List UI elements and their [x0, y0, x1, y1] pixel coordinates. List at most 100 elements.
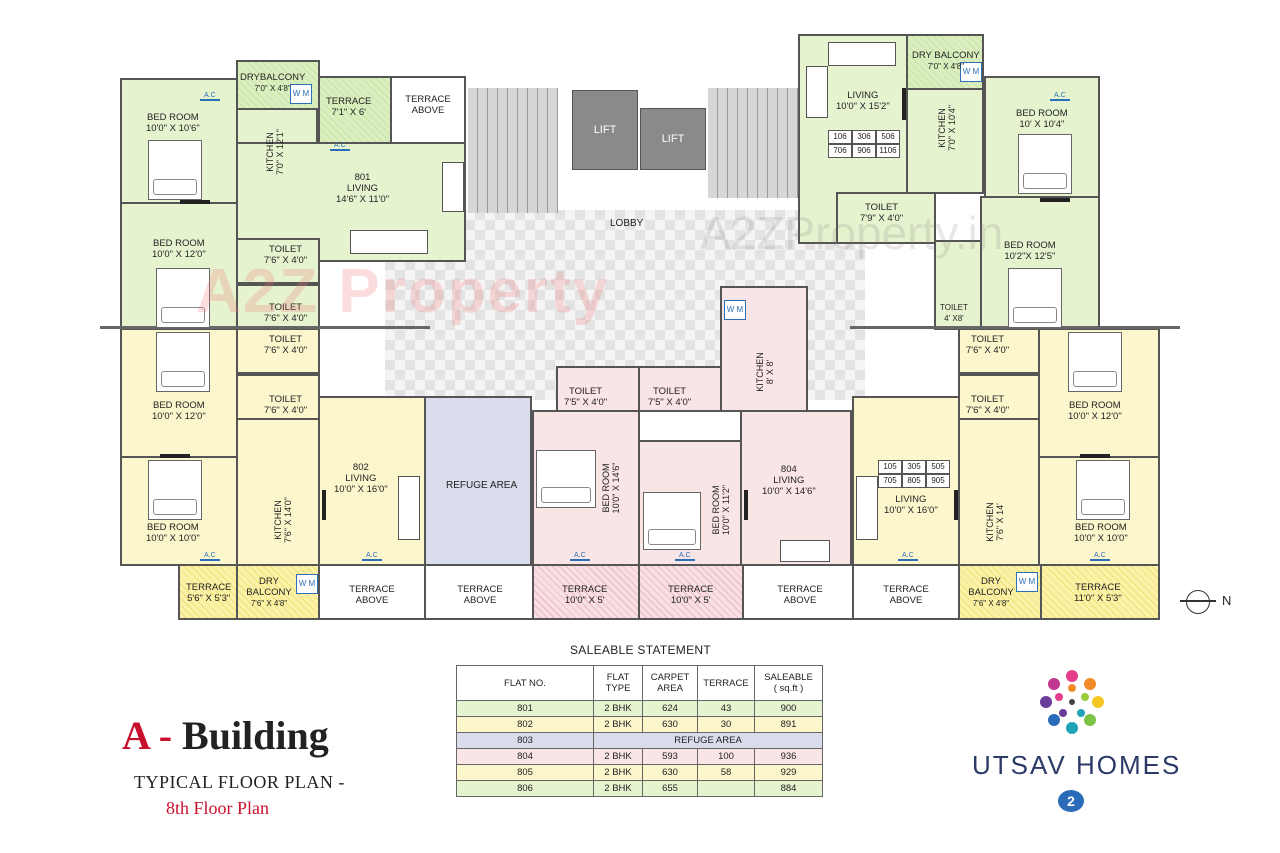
- grid-r-cell: 305: [902, 460, 926, 474]
- kitchen-806: [906, 88, 984, 194]
- floor-plan-level: 8th Floor Plan: [166, 798, 270, 818]
- t: TOILET: [971, 394, 1005, 405]
- t: 10'0" X 16'0": [884, 505, 938, 516]
- washing-machine-icon: W M: [724, 300, 746, 320]
- grid-r-cell: 505: [926, 460, 950, 474]
- t: 10'0" X 10'0": [146, 533, 200, 544]
- t: 7'6" X 4'0": [264, 255, 308, 266]
- cell: 805: [456, 764, 594, 781]
- brand-name: UTSAV HOMES: [972, 750, 1182, 780]
- washing-machine-icon: W M: [290, 84, 312, 104]
- th-flat: FLAT NO.: [456, 665, 594, 701]
- t: KITCHEN: [985, 502, 995, 542]
- ac-marker: A.C: [200, 552, 220, 561]
- grid-tr-cell: 306: [852, 130, 876, 144]
- t: 7'5" X 4'0": [648, 397, 692, 408]
- grid-r-cell: 705: [878, 474, 902, 488]
- cell: 655: [642, 780, 698, 797]
- bed-805b: [1076, 460, 1130, 520]
- ac-marker: A.C: [570, 552, 590, 561]
- t: 7'6" X 4'0": [966, 405, 1010, 416]
- t: TOILET: [971, 334, 1005, 345]
- sofa-801-side: [442, 162, 464, 212]
- cell: 2 BHK: [593, 764, 643, 781]
- sofa-806: [828, 42, 896, 66]
- cell: 593: [642, 748, 698, 765]
- lift-2: LIFT: [640, 108, 706, 170]
- bed-801a: [148, 140, 202, 200]
- flat-number-grid-r: 105 305 505 705 805 905: [878, 460, 950, 488]
- floor-plan-subtitle: TYPICAL FLOOR PLAN -: [134, 772, 345, 792]
- window-805b: [1080, 454, 1110, 458]
- sofa-806-side: [806, 66, 828, 118]
- t: TERRACE: [326, 96, 372, 107]
- t: BED ROOM: [1016, 108, 1068, 119]
- table-header: FLAT NO. FLAT TYPE CARPET AREA TERRACE S…: [456, 665, 823, 701]
- t: TERRACE: [668, 584, 714, 595]
- saleable-title: SALEABLE STATEMENT: [570, 643, 711, 657]
- label-terrace-above-1: TERRACE ABOVE: [349, 584, 395, 606]
- window-801: [180, 200, 210, 204]
- t: KITCHEN: [937, 108, 947, 148]
- t: 10'0" X 12'0": [152, 249, 206, 260]
- t: TOILET: [269, 244, 303, 255]
- t: 801: [354, 172, 371, 183]
- toilet-g: [836, 192, 936, 244]
- t: SALEABLE: [764, 672, 813, 683]
- label-terrace-above-tl: TERRACE ABOVE: [405, 94, 451, 116]
- t: TOILET: [269, 302, 303, 313]
- t: 7'9" X 4'0": [860, 213, 904, 224]
- grid-tr-cell: 506: [876, 130, 900, 144]
- bed-tr1: [1018, 134, 1072, 194]
- grid-r-cell: 805: [902, 474, 926, 488]
- t: TOILET: [269, 394, 303, 405]
- cell: 2 BHK: [593, 716, 643, 733]
- t: TOILET: [269, 334, 303, 345]
- ac-marker: A.C: [1050, 92, 1070, 101]
- t: 7'0" X 12'1": [275, 129, 285, 175]
- ac-marker: A.C: [362, 552, 382, 561]
- cell: 30: [697, 716, 755, 733]
- window-804: [744, 490, 748, 520]
- t: LIVING: [346, 183, 379, 194]
- building-name: Building: [182, 713, 329, 758]
- building-title: A - Building: [122, 712, 329, 759]
- t: 10'0" X 15'2": [836, 101, 890, 112]
- cell: 2 BHK: [593, 780, 643, 797]
- terrace-above-1: [318, 564, 426, 620]
- label-refuge: REFUGE AREA: [446, 480, 518, 491]
- floor-plan: LIFT LIFT LOBBY: [100, 34, 1231, 620]
- table-row: 806 2 BHK 655 884: [456, 780, 823, 797]
- t: KITCHEN: [755, 352, 765, 392]
- cell: 100: [697, 748, 755, 765]
- t: TERRACE: [1075, 582, 1121, 593]
- bed-802b: [148, 460, 202, 520]
- grid-r-cell: 105: [878, 460, 902, 474]
- ac-marker: A.C: [1090, 552, 1110, 561]
- t: 804: [780, 464, 797, 475]
- slab-line-left: [100, 326, 430, 329]
- toilet-c: [236, 328, 320, 374]
- window-802-living: [322, 490, 326, 520]
- t: ( sq.ft ): [773, 683, 804, 694]
- toilet-a: [236, 238, 320, 284]
- th-type: FLAT TYPE: [593, 665, 643, 701]
- bedroom-805a: [1038, 328, 1160, 458]
- t: 4' X8': [944, 314, 964, 323]
- t: DRYBALCONY: [240, 72, 306, 83]
- grid-tr-cell: 706: [828, 144, 852, 158]
